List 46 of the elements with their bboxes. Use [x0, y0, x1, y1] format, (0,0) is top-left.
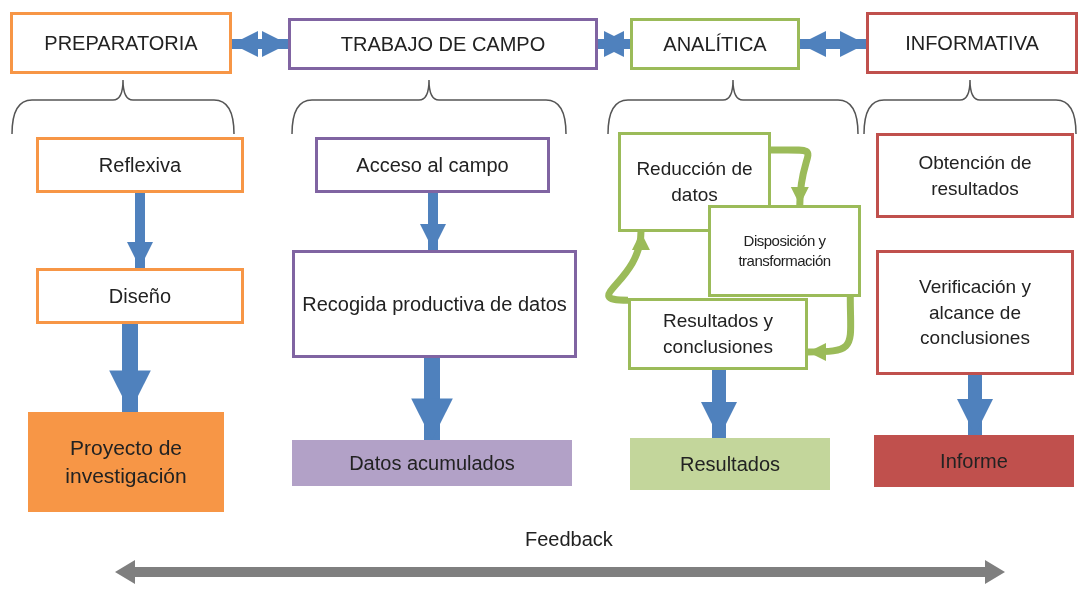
arrow: [232, 31, 288, 57]
arrow: [807, 296, 855, 361]
node-label: INFORMATIVA: [905, 30, 1039, 56]
node-label: ANALÍTICA: [663, 31, 767, 57]
arrow: [771, 146, 812, 206]
node-label: Obtención de resultados: [917, 150, 1033, 201]
step-box: [876, 250, 1074, 375]
node-label: Recogida productiva de datos: [302, 291, 567, 317]
node-label: Resultados y conclusiones: [662, 309, 774, 359]
node-label: Proyecto de investigación: [64, 434, 188, 489]
node-label: PREPARATORIA: [44, 30, 198, 56]
step-box: [315, 137, 550, 193]
step-box: [628, 298, 808, 370]
phase-box: [288, 18, 598, 70]
result-box: [630, 438, 830, 490]
result-box: [292, 440, 572, 486]
arrow: [598, 31, 630, 57]
step-box: [708, 205, 861, 297]
arrow: [605, 231, 649, 304]
feedback-label: Feedback: [525, 528, 613, 551]
node-label: TRABAJO DE CAMPO: [340, 31, 546, 57]
arrow: [700, 370, 738, 438]
node-label: Datos acumulados: [349, 450, 515, 476]
node-label: Reducción de datos: [635, 157, 754, 207]
node-label: Resultados: [679, 451, 781, 477]
phase-box: [630, 18, 800, 70]
step-box: [876, 133, 1074, 218]
phase-box: [10, 12, 232, 74]
step-box: [292, 250, 577, 358]
result-box: [28, 412, 224, 512]
arrow: [411, 358, 453, 440]
node-label: Disposición y transformación: [737, 230, 832, 271]
arrow: [127, 193, 153, 268]
arrow: [800, 31, 866, 57]
node-label: Verificación y alcance de conclusiones: [918, 275, 1032, 351]
step-box: [36, 268, 244, 324]
arrow: [420, 193, 446, 250]
phase-box: [866, 12, 1078, 74]
arrow: [956, 375, 994, 435]
node-label: Reflexiva: [98, 152, 182, 178]
node-label: Diseño: [108, 283, 172, 309]
step-box: [36, 137, 244, 193]
result-box: [874, 435, 1074, 487]
arrow: [109, 324, 151, 412]
node-label: Acceso al campo: [356, 152, 509, 178]
node-label: Informe: [940, 448, 1008, 474]
